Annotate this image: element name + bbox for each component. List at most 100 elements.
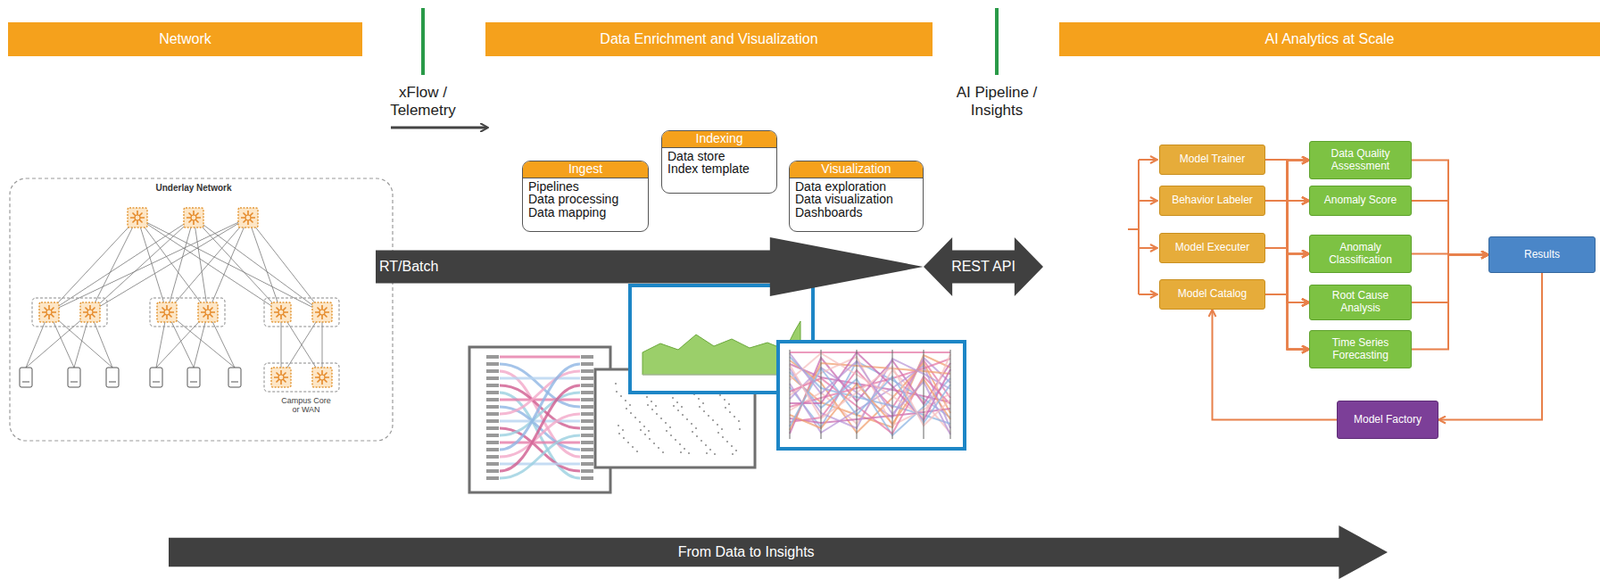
drawn-stroke [713, 453, 716, 456]
server-icon [19, 367, 33, 388]
drawn-stroke [892, 349, 894, 440]
drawn-stroke [648, 438, 651, 440]
illustration-title: Underlay Network [140, 182, 248, 194]
drawn-stroke [789, 363, 951, 431]
drawn-stroke [486, 462, 499, 466]
node-text: Data exploration [789, 180, 923, 194]
drawn-stroke [630, 412, 632, 415]
drawn-stroke [726, 440, 729, 443]
flow-connector [1265, 248, 1310, 350]
drawn-stroke [580, 476, 594, 481]
drawn-stroke [698, 406, 701, 408]
drawn-stroke [486, 419, 499, 423]
switch-icon [127, 207, 148, 228]
input-bracket [1127, 159, 1158, 295]
drawn-stroke [695, 427, 697, 430]
drawn-stroke [707, 414, 710, 417]
header-band: Data Enrichment and Visualization [485, 22, 933, 57]
drawn-stroke [615, 390, 618, 393]
drawn-stroke [789, 349, 791, 440]
divider-line [421, 8, 425, 75]
drawn-stroke [580, 355, 594, 359]
flow-connector [1265, 200, 1310, 295]
drawn-stroke [486, 426, 499, 431]
drawn-stroke [499, 435, 581, 479]
flow-connector [1411, 200, 1489, 256]
drawn-stroke [499, 356, 581, 359]
drawn-stroke [670, 434, 672, 437]
drawn-stroke [691, 431, 694, 433]
drawn-stroke [677, 409, 680, 412]
drawn-stroke [499, 371, 581, 457]
node-text: From Data to Insights [678, 544, 815, 561]
flow-connector [1265, 160, 1310, 296]
node-text: Root Cause Analysis [1315, 290, 1406, 316]
process-box: Data Quality Assessment [1309, 140, 1412, 180]
drawn-stroke [680, 406, 683, 408]
drawn-stroke [49, 217, 138, 313]
drawn-stroke [499, 364, 581, 407]
switch-icon [80, 302, 100, 323]
drawn-stroke [679, 451, 682, 454]
result-box: Results [1488, 236, 1596, 274]
arrow-shape [923, 237, 1044, 297]
drawn-stroke [650, 400, 653, 403]
drawn-stroke [719, 394, 722, 397]
drawn-stroke [580, 405, 594, 409]
drawn-stroke [486, 405, 499, 409]
drawn-stroke [486, 369, 499, 374]
divider-line [994, 8, 999, 75]
drawn-stroke [248, 217, 282, 313]
drawn-stroke [499, 414, 581, 457]
node-text: Data processing [522, 192, 648, 207]
drawn-stroke [486, 355, 499, 359]
drawn-stroke [716, 423, 719, 426]
node-text: REST API [951, 258, 1016, 275]
flow-connector [1265, 200, 1310, 350]
flow-connector [1265, 254, 1310, 296]
drawn-stroke [820, 349, 822, 440]
drawn-stroke [638, 421, 641, 423]
flow-arrow: RT/Batch [375, 237, 924, 297]
node-text: Model Catalog [1177, 288, 1247, 301]
process-box: Time Series Forecasting [1309, 330, 1412, 369]
drawn-stroke [499, 420, 581, 423]
drawn-stroke [486, 376, 499, 381]
drawn-stroke [657, 447, 660, 449]
process-box: Model Factory [1336, 400, 1439, 440]
drawn-stroke [580, 433, 594, 438]
drawn-stroke [721, 428, 723, 431]
drawn-stroke [789, 353, 951, 435]
drawn-stroke [672, 405, 675, 407]
drawn-stroke [665, 430, 668, 432]
header-band: AI Analytics at Scale [1059, 22, 1600, 57]
drawn-stroke [671, 397, 674, 399]
drawn-stroke [486, 383, 499, 388]
node-text: Network [158, 31, 212, 48]
drawn-stroke [697, 397, 700, 400]
drawn-stroke [486, 476, 499, 481]
node-text: Time Series Forecasting [1315, 337, 1406, 363]
node-text: AI Analytics at Scale [1265, 31, 1395, 48]
drawn-stroke [703, 410, 705, 413]
switch-icon [157, 302, 177, 323]
drawn-stroke [724, 406, 727, 409]
drawn-stroke [662, 451, 664, 454]
header-band: Network [8, 22, 363, 57]
drawn-stroke [627, 441, 630, 444]
node-text: Anomaly Classification [1315, 241, 1406, 267]
drawn-stroke [735, 449, 738, 452]
drawn-stroke [679, 443, 681, 446]
drawn-stroke [686, 418, 689, 421]
drawn-stroke [580, 369, 594, 374]
drawn-stroke [631, 446, 634, 448]
drawn-stroke [620, 395, 622, 398]
flow-connector [1411, 255, 1489, 350]
server-icon [228, 367, 241, 388]
drawn-stroke [499, 398, 581, 402]
dashboard-screenshots [469, 285, 965, 493]
server-icon [187, 367, 200, 388]
server-icons [19, 367, 241, 388]
arrow-shape [375, 237, 924, 297]
drawn-stroke [486, 455, 499, 459]
